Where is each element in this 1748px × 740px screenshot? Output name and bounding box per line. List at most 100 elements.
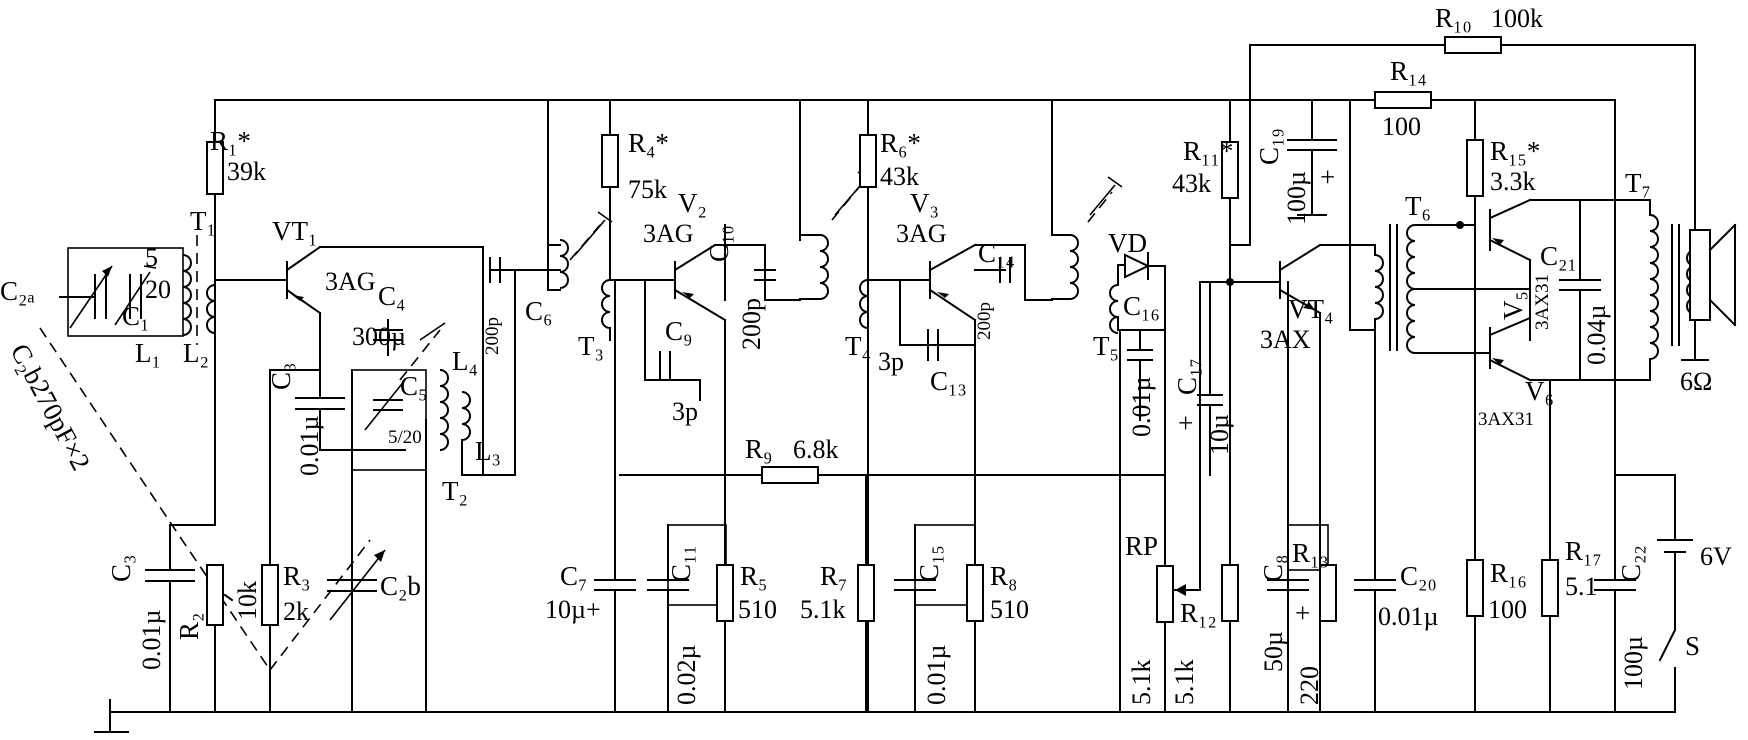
r16-value: 100 <box>1488 595 1527 624</box>
c22-value: 100µ <box>1619 636 1648 690</box>
vt1-type: 3AG <box>325 267 376 296</box>
resistor-r4 <box>601 134 619 188</box>
r2-label: R₂ <box>174 613 204 640</box>
c13-value: 3p <box>878 347 904 376</box>
lower-left-section <box>145 524 386 713</box>
c20-value: 0.01µ <box>1378 602 1439 631</box>
c5-label: C₅ <box>400 371 427 401</box>
ground-rail <box>94 699 1676 733</box>
lower-right-section <box>1221 329 1396 713</box>
c5-value: 5/20 <box>388 427 422 448</box>
c13-label: C₁₃ <box>930 366 967 396</box>
resistor-r13 <box>1319 564 1337 622</box>
c19-value: 100µ <box>1282 171 1311 225</box>
r17-label: R₁₇ <box>1565 536 1602 566</box>
resistor-r5 <box>716 564 734 622</box>
c8-label: C₈ <box>1258 555 1288 582</box>
resistor-r3 <box>261 564 279 626</box>
c11-value: 0.02µ <box>672 645 701 706</box>
detector-section <box>619 99 1229 713</box>
c3-label: C₃ <box>266 363 296 390</box>
v6-type: 3AX31 <box>1478 409 1534 430</box>
v2-label: V₂ <box>678 188 707 218</box>
r14-label: R₁₄ <box>1390 56 1427 86</box>
c9-label: C₉ <box>665 316 692 346</box>
switch-label: S <box>1685 631 1700 661</box>
c14-value: 200p <box>974 302 995 340</box>
t3-label: T₃ <box>578 331 604 361</box>
v6-label: V₆ <box>1525 376 1554 406</box>
c8-plus: + <box>1295 598 1310 628</box>
t4-label: T₄ <box>845 331 871 361</box>
r17-value: 5.1 <box>1565 572 1598 601</box>
t2-label: T₂ <box>442 476 468 506</box>
r3-label: R₃ <box>283 561 310 591</box>
c15-value: 0.01µ <box>922 645 951 706</box>
lower-middle-section <box>594 474 984 713</box>
l3-label: L₃ <box>475 436 501 466</box>
r13-value: 220 <box>1295 666 1324 705</box>
t1-label: T₁ <box>190 206 216 236</box>
r1-label: R₁* <box>210 126 251 156</box>
vd-label: VD <box>1108 228 1147 258</box>
r2-value: 10k <box>233 581 262 620</box>
resistor-r6 <box>859 134 877 188</box>
v3-type: 3AG <box>896 219 947 248</box>
resistor-r8 <box>966 564 984 622</box>
c3-value: 0.01µ <box>295 416 324 477</box>
resistor-lower <box>1221 564 1239 622</box>
c20-label: C₂₀ <box>1400 561 1437 591</box>
r4-label: R₄* <box>628 128 669 158</box>
l2-label: L₂ <box>183 338 209 368</box>
r4-value: 75k <box>628 175 667 204</box>
if-stage-2 <box>799 99 1053 713</box>
c7-value: 10µ+ <box>545 595 601 624</box>
c10-label: C₁₀ <box>704 225 734 262</box>
resistor-r15 <box>1466 139 1484 197</box>
resistor-r14 <box>1374 91 1432 109</box>
t7-label: T₇ <box>1625 168 1651 198</box>
rp-label: RP <box>1125 531 1158 561</box>
c10-value: 200p <box>737 298 766 350</box>
c3b-label: C₃ <box>106 555 136 582</box>
r1-value: 39k <box>227 157 266 186</box>
r16-label: R₁₆ <box>1490 558 1527 588</box>
c4-value: 300µ <box>352 322 406 351</box>
vt1-stage <box>206 99 484 526</box>
c1-label: C₁ <box>122 301 149 331</box>
c1-value-2: 20 <box>145 275 171 304</box>
c7-label: C₇ <box>560 561 587 591</box>
resistor-r2 <box>206 564 224 626</box>
r13-label: R₁₃ <box>1292 538 1329 568</box>
c1-value-1: 5 <box>145 243 158 272</box>
c19-plus: + <box>1320 162 1335 192</box>
c17-plus: + <box>1178 408 1193 438</box>
speaker-body <box>1689 229 1711 321</box>
c16-value: 0.01µ <box>1127 377 1156 438</box>
vt4-type: 3AX <box>1260 325 1311 354</box>
vt1-label: VT₁ <box>272 216 317 246</box>
t5-label: T₅ <box>1093 331 1119 361</box>
audio-driver-section <box>1221 36 1696 713</box>
oscillator-section <box>269 269 516 713</box>
potentiometer-rp <box>1156 565 1174 623</box>
output-stage <box>1439 99 1737 713</box>
c3b-value: 0.01µ <box>137 610 166 671</box>
r14-value: 100 <box>1382 112 1421 141</box>
vt4-label: VT₄ <box>1288 294 1333 324</box>
rp-value: 5.1k <box>1127 660 1156 706</box>
resistor-r17 <box>1541 559 1559 617</box>
r9-value: 6.8k <box>793 435 839 464</box>
c2a-label: C₂ₐ <box>0 276 35 306</box>
v3-label: V₃ <box>910 188 939 218</box>
r5-value: 510 <box>738 595 777 624</box>
battery-value: 6V <box>1700 542 1732 571</box>
resistor-r7 <box>857 564 875 622</box>
r7-label: R₇ <box>820 561 847 591</box>
r8-label: R₈ <box>990 561 1017 591</box>
v5-type: 3AX31 <box>1532 274 1553 330</box>
r9-label: R₉ <box>745 434 772 464</box>
r3-value: 2k <box>283 597 309 626</box>
c19-label: C₁₉ <box>1254 128 1284 165</box>
resistor-r16 <box>1466 559 1484 617</box>
